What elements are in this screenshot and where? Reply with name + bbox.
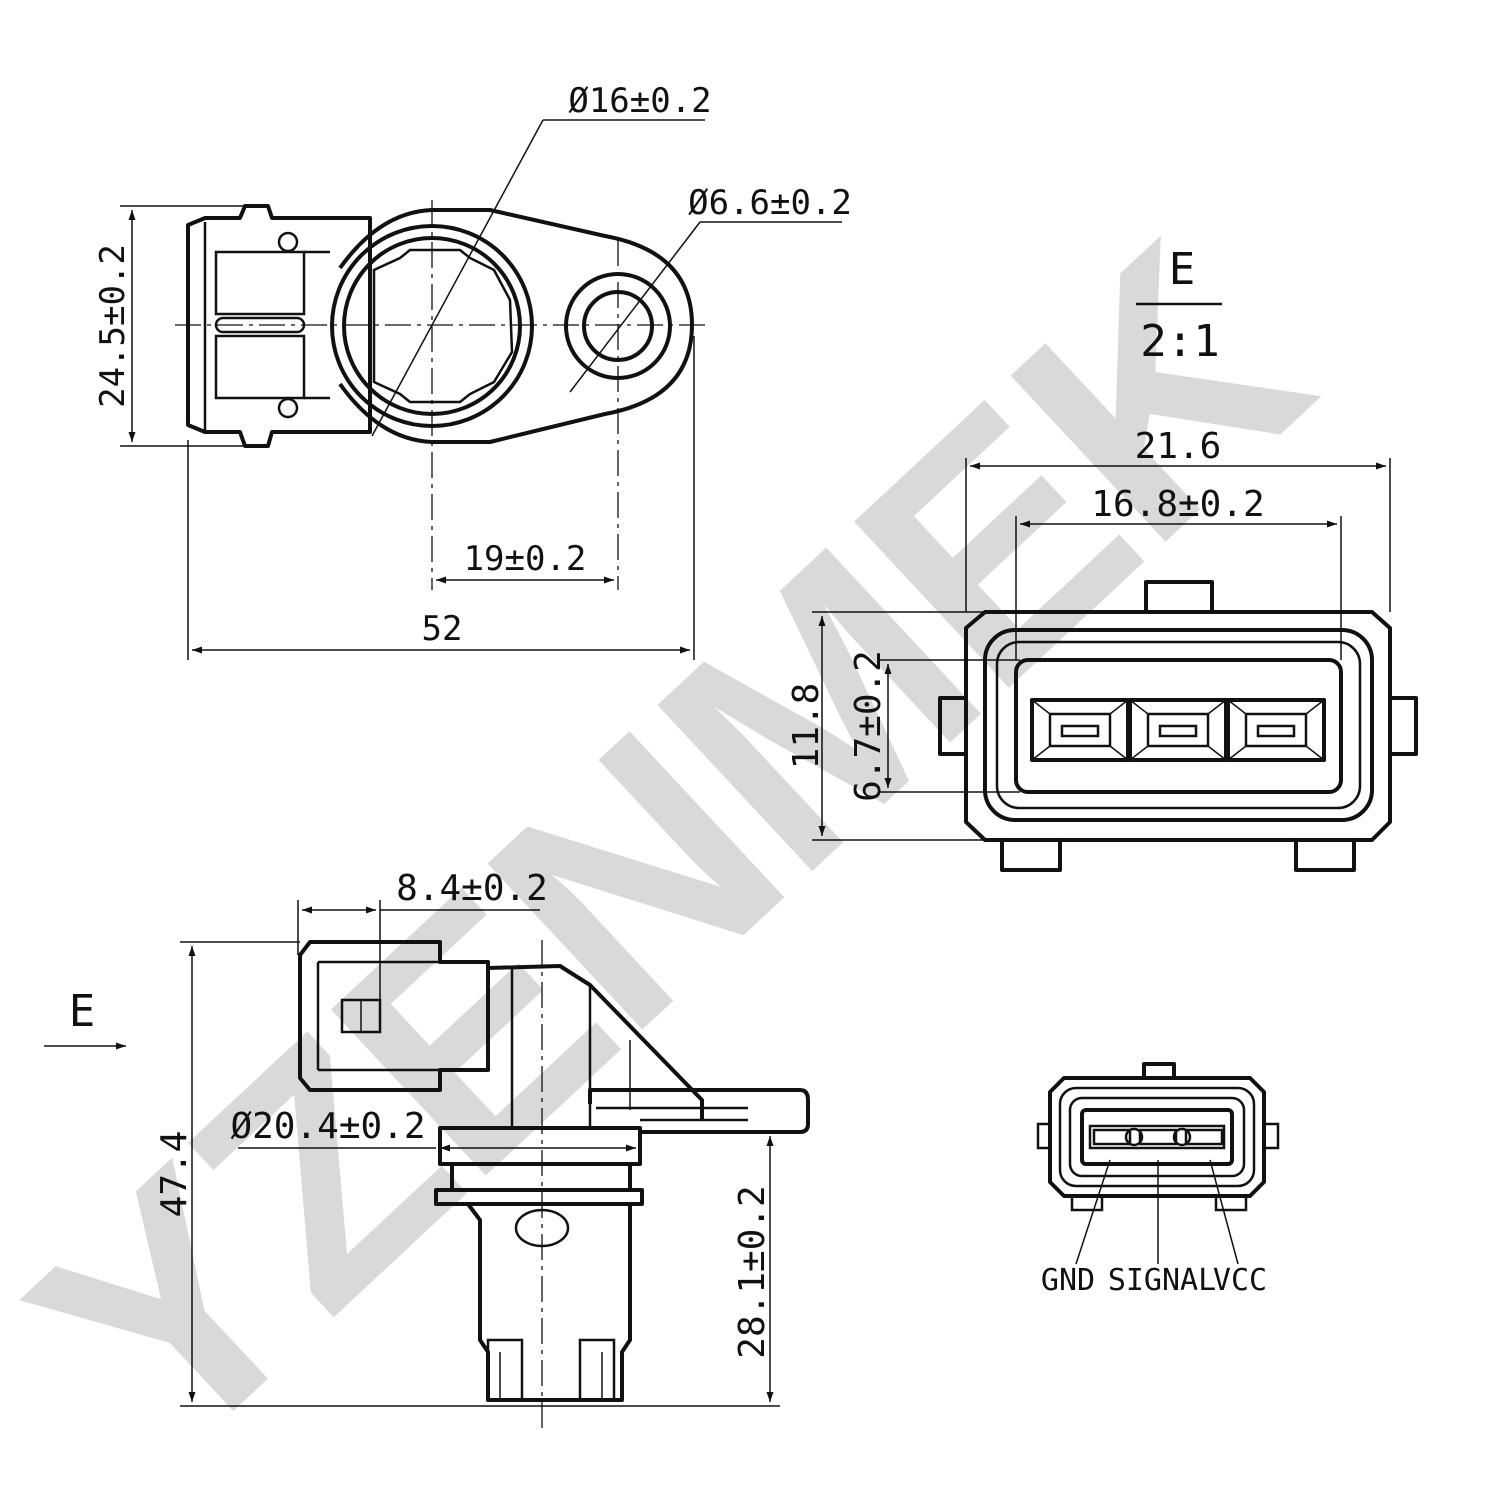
dim-hole-small: Ø6.6±0.2 <box>688 183 852 223</box>
top-view: Ø16±0.2 Ø6.6±0.2 24.5±0.2 19±0.2 52 <box>93 81 852 660</box>
pin-label-gnd: GND <box>1041 1263 1095 1298</box>
side-body <box>298 940 810 1402</box>
pin-label-signal: SIGNAL <box>1108 1263 1216 1298</box>
dim-total-height: 47.4 <box>154 1131 195 1218</box>
detail-connector <box>938 580 1418 872</box>
dim-diameter: Ø20.4±0.2 <box>230 1106 425 1147</box>
view-arrow-label: E <box>69 986 96 1037</box>
dim-top-height: 24.5±0.2 <box>93 244 133 408</box>
detail-label: E <box>1169 244 1196 295</box>
pin-slot <box>1226 698 1326 762</box>
detail-scale: 2:1 <box>1140 316 1219 367</box>
pin-slot <box>1128 698 1228 762</box>
dim-connector: 8.4±0.2 <box>396 868 548 909</box>
top-flange <box>330 208 694 444</box>
detail-e: E 2:1 <box>786 244 1418 872</box>
top-connector <box>186 204 372 448</box>
dim-detail-inner-height: 6.7±0.2 <box>848 650 889 802</box>
dim-spacing: 19±0.2 <box>464 539 587 579</box>
dim-length: 52 <box>422 609 463 649</box>
dim-detail-height: 11.8 <box>786 683 827 770</box>
dim-inner-width: 16.8±0.2 <box>1091 484 1264 525</box>
pinout: GND SIGNAL VCC <box>1036 1062 1280 1298</box>
dim-body-height: 28.1±0.2 <box>732 1185 773 1358</box>
dim-hole-large: Ø16±0.2 <box>568 81 711 121</box>
pin-label-vcc: VCC <box>1213 1263 1267 1298</box>
side-view: E <box>44 868 810 1432</box>
dim-outer-width: 21.6 <box>1135 426 1222 467</box>
